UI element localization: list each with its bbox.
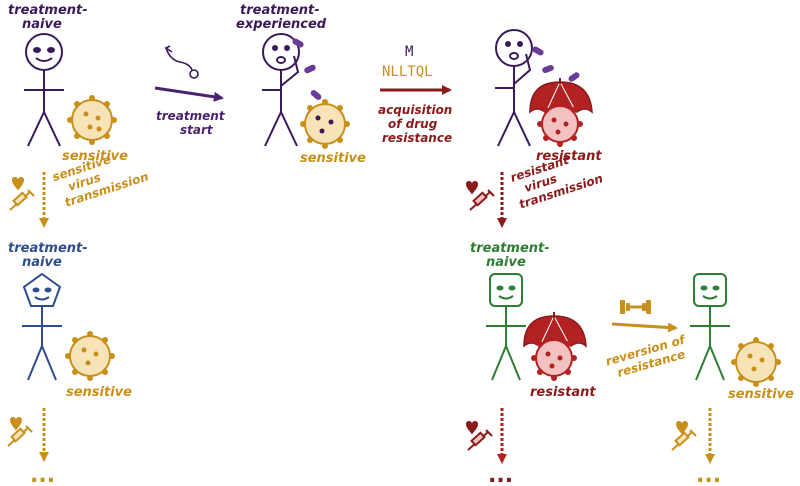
treatment-experienced-person: [262, 33, 300, 147]
ellipsis-left: ...: [30, 463, 55, 486]
treatment-start-arrow: [154, 86, 224, 102]
syringe-icon: [469, 189, 495, 211]
acquisition-label-line3: resistance: [382, 131, 452, 145]
naive-title-line1: treatment-: [8, 3, 88, 18]
treatment-start-label-line2: start: [180, 123, 214, 137]
resistant-virus-icon: [537, 101, 583, 147]
syringe-icon: [467, 429, 493, 451]
syringe-icon: [7, 425, 33, 447]
sensitive-label-1: sensitive: [62, 149, 128, 164]
naive-blue-title-line2: naive: [22, 255, 62, 270]
sensitive-virus-icon: [65, 331, 115, 381]
umbrella-icon: [529, 78, 593, 114]
umbrella-icon: [523, 312, 587, 348]
naive-green-title-line2: naive: [486, 255, 526, 270]
treatment-naive-blue-person: [22, 272, 62, 381]
reversion-arrow: [611, 322, 678, 333]
heart-icon: [466, 181, 478, 195]
pill-icons: [292, 38, 322, 100]
sensitive-label-2: sensitive: [300, 151, 366, 166]
treatment-naive-green-person: [486, 273, 526, 381]
sensitive-label-green: sensitive: [728, 387, 794, 402]
resistant-label-1: resistant: [536, 149, 602, 164]
heart-icon: [676, 421, 688, 435]
mutation-top-letter: M: [405, 44, 413, 60]
pill-icons: [532, 46, 580, 82]
stethoscope-icon: [164, 45, 199, 79]
resistant-label-green: resistant: [530, 385, 596, 400]
sensitive-virus-icon: [300, 99, 350, 149]
experienced-title-line2: experienced: [236, 17, 327, 32]
mutation-sequence: NLLTQL: [382, 64, 433, 80]
treatment-start-label-line1: treatment: [156, 109, 226, 123]
naive-blue-title-line1: treatment-: [8, 241, 88, 256]
acquisition-label-line2: of drug: [388, 117, 438, 131]
resistant-treated-person: [495, 29, 533, 147]
reverted-green-person: [690, 273, 730, 381]
ellipsis-middle: ...: [488, 463, 513, 486]
heart-icon: [466, 421, 478, 435]
heart-icon: [12, 177, 24, 191]
acquisition-label-line1: acquisition: [378, 103, 452, 117]
syringe-icon: [9, 189, 35, 211]
naive-green-title-line1: treatment-: [470, 241, 550, 256]
sensitive-virus-icon: [731, 337, 781, 387]
sensitive-virus-icon: [67, 95, 117, 145]
ellipsis-right: ...: [696, 463, 721, 486]
heart-icon: [10, 417, 22, 431]
dumbbell-icon: [620, 300, 651, 314]
syringe-icon: [671, 429, 697, 451]
resistant-virus-icon: [531, 335, 577, 381]
sensitive-label-blue: sensitive: [66, 385, 132, 400]
naive-title-line2: naive: [22, 17, 62, 32]
experienced-title-line1: treatment-: [240, 3, 320, 18]
treatment-naive-person: [24, 33, 64, 147]
